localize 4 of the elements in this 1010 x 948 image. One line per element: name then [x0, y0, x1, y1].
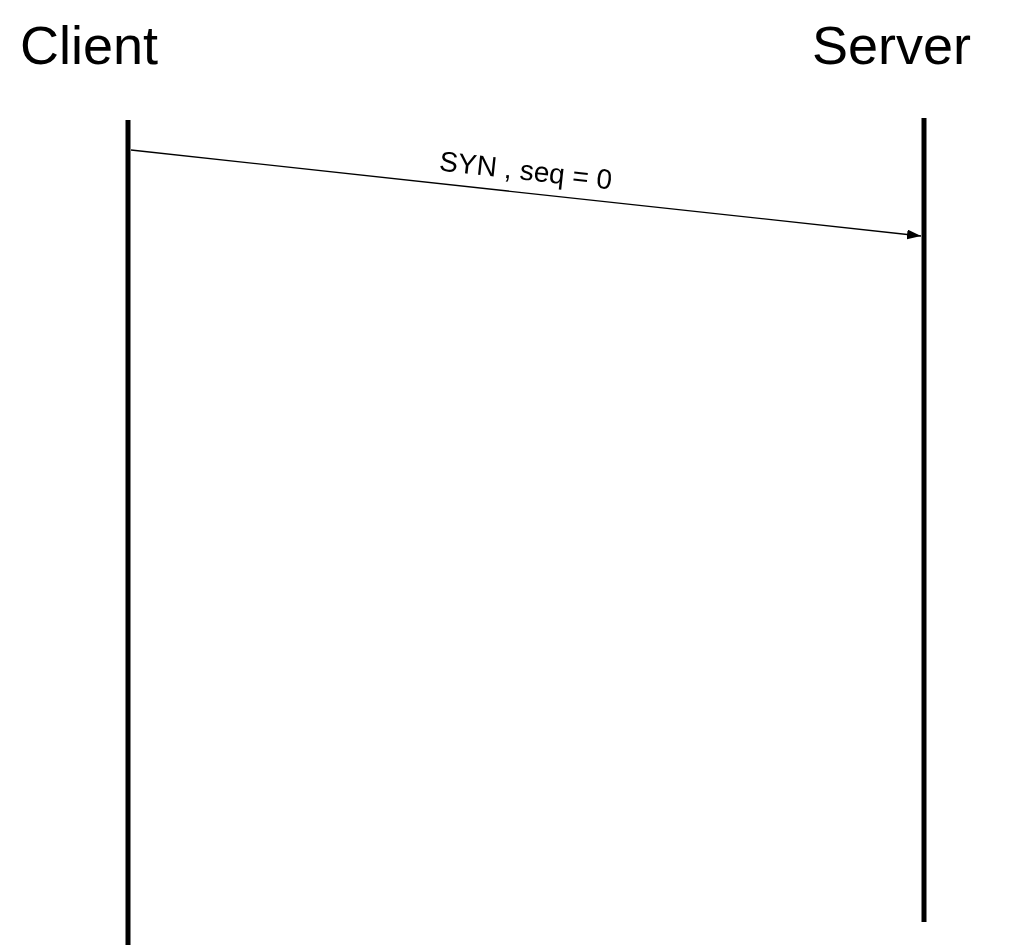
- message-label: SYN , seq = 0: [438, 147, 614, 195]
- message-arrow: [130, 149, 922, 240]
- participant-label: Server: [812, 18, 972, 72]
- participant-label: Client: [20, 18, 159, 72]
